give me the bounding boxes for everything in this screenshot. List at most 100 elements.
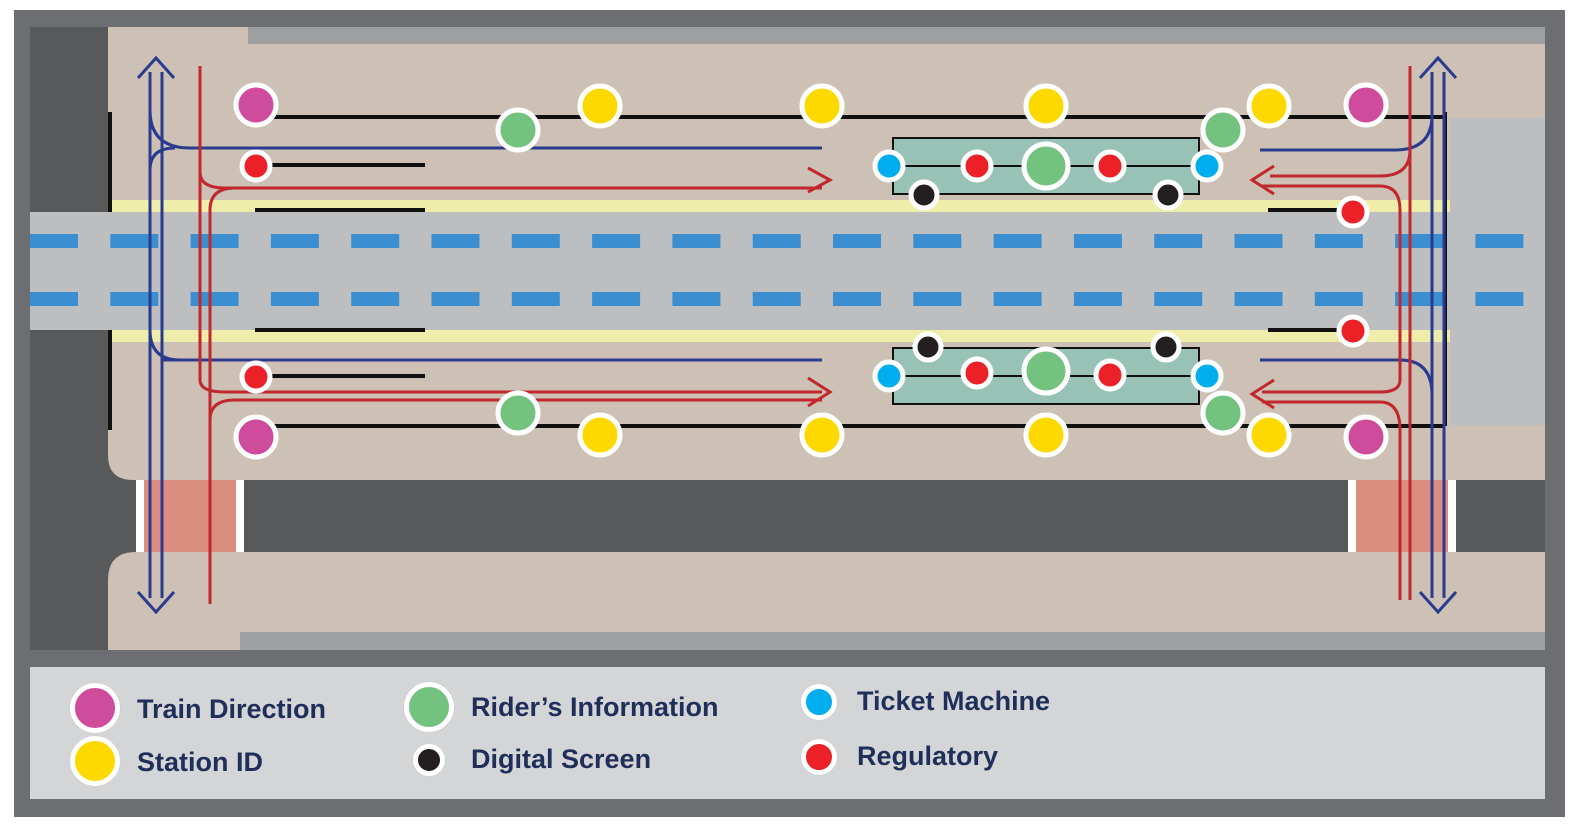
track-dash <box>833 292 881 306</box>
station-id-marker <box>1246 83 1292 129</box>
track-dash <box>1073 292 1122 306</box>
track-dash <box>1154 292 1203 306</box>
track-dash <box>511 234 560 248</box>
curb-corner-left-round <box>108 420 148 480</box>
digital-screen-icon <box>413 744 445 776</box>
tactile-strip-north <box>112 200 1450 212</box>
riders-information-marker <box>1021 141 1071 191</box>
track-dash <box>672 292 721 306</box>
track-dash <box>190 292 239 306</box>
digital-screen-marker <box>912 331 944 363</box>
train-direction-marker <box>233 82 279 128</box>
legend-label-riders-information: Rider’s Information <box>471 692 719 722</box>
track-dash <box>431 234 480 248</box>
track-dash <box>270 292 319 306</box>
station-id-marker <box>799 83 845 129</box>
track-dash <box>592 292 641 306</box>
regulatory-marker <box>960 356 994 390</box>
track-dash <box>351 292 400 306</box>
station-id-marker <box>577 412 623 458</box>
train-direction-icon <box>70 683 120 733</box>
riders-information-marker <box>495 107 541 153</box>
crosswalk-line <box>1348 480 1356 552</box>
regulatory-icon <box>801 739 837 775</box>
track-dash <box>592 234 641 248</box>
regulatory-marker <box>239 149 273 183</box>
station-id-marker <box>799 412 845 458</box>
ticket-machine-marker <box>872 359 906 393</box>
track-dash <box>270 234 319 248</box>
route-layer <box>136 55 1458 615</box>
track-dash <box>752 292 801 306</box>
blue-route-west-north <box>148 109 822 171</box>
crosswalk-line <box>136 480 144 552</box>
track-dash <box>431 292 480 306</box>
regulatory-marker <box>1336 195 1370 229</box>
track-dash <box>1314 292 1363 306</box>
crosswalk-line <box>236 480 244 552</box>
regulatory-marker <box>1093 149 1127 183</box>
track-dash <box>993 292 1042 306</box>
track-dash <box>993 234 1042 248</box>
track-dash <box>190 234 239 248</box>
regulatory-marker <box>239 360 273 394</box>
track-dash <box>1395 234 1444 248</box>
crosswalk-line <box>1448 480 1456 552</box>
riders-information-marker <box>495 390 541 436</box>
legend-label-ticket-machine: Ticket Machine <box>857 686 1051 716</box>
track-dash <box>110 234 159 248</box>
track-dash <box>351 234 400 248</box>
tactile-strip-south <box>112 330 1450 342</box>
regulatory-marker <box>960 149 994 183</box>
blue-route-west-south <box>148 329 822 362</box>
track-dash <box>1234 234 1283 248</box>
ticket-machine-marker <box>872 149 906 183</box>
track-dash <box>1395 292 1444 306</box>
track-dash <box>1475 292 1524 306</box>
track-dash <box>1234 292 1283 306</box>
riders-information-marker <box>1200 390 1246 436</box>
track-dash <box>672 234 721 248</box>
legend-label-digital-screen: Digital Screen <box>471 744 652 774</box>
track-dash <box>1154 234 1203 248</box>
red-route-west-south <box>198 172 822 421</box>
base-layer <box>14 10 1565 817</box>
station-id-marker <box>577 83 623 129</box>
station-id-icon <box>70 736 120 786</box>
red-route-west-arrowheads <box>807 166 834 408</box>
track-dash <box>913 292 962 306</box>
south-curb-strip <box>240 632 1545 650</box>
track-dash <box>752 234 801 248</box>
red-route-east-arrowheads <box>1249 164 1275 410</box>
ticket-machine-marker <box>1190 359 1224 393</box>
track-dash <box>1314 234 1363 248</box>
legend-label-regulatory: Regulatory <box>857 741 999 771</box>
ticket-machine-icon <box>801 684 837 720</box>
digital-screen-marker <box>1150 331 1182 363</box>
digital-screen-marker <box>1152 179 1184 211</box>
legend-label-station-id: Station ID <box>137 747 263 777</box>
track-dash <box>1073 234 1122 248</box>
station-id-marker <box>1023 83 1069 129</box>
marker-layer <box>233 82 1389 460</box>
digital-screen-marker <box>908 179 940 211</box>
track-dash <box>1475 234 1524 248</box>
riders-information-icon <box>404 682 454 732</box>
track-dash <box>913 234 962 248</box>
ticket-machine-marker <box>1190 149 1224 183</box>
riders-information-marker <box>1200 107 1246 153</box>
track-dash <box>30 234 78 248</box>
train-direction-marker <box>1343 82 1389 128</box>
track-dash <box>30 292 78 306</box>
station-id-marker <box>1023 412 1069 458</box>
train-direction-marker <box>233 414 279 460</box>
sidewalk-corner-round <box>108 552 148 580</box>
station-id-marker <box>1246 412 1292 458</box>
legend: Train Direction Station ID Rider’s Infor… <box>30 667 1545 799</box>
west-edge-line-north <box>108 112 112 212</box>
west-edge-line-south <box>108 330 112 430</box>
crosswalk-west <box>140 480 240 552</box>
train-direction-marker <box>1343 414 1389 460</box>
regulatory-marker <box>1093 358 1127 392</box>
